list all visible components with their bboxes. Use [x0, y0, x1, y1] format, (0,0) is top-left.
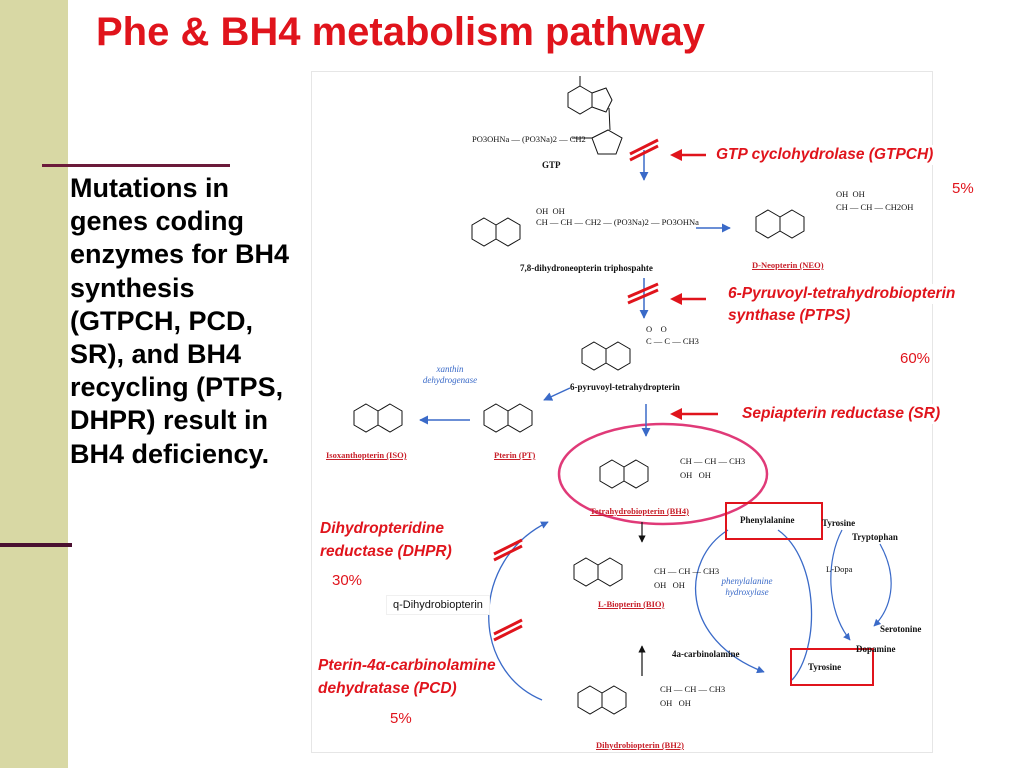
percent-pcd: 5%	[390, 710, 412, 727]
accent-line-bottom	[0, 543, 72, 547]
pterin-ring-icon	[483, 403, 533, 433]
red-arrowhead	[670, 293, 682, 305]
enzyme-label-sr: Sepiapterin reductase (SR)	[738, 404, 945, 424]
phenylalanine-hydroxylase-label: phenylalanine hydroxylase	[721, 576, 773, 597]
compound-label-dihydroneopterin: 7,8-dihydroneopterin triphospahte	[520, 263, 653, 273]
neopterin-side-chain: OH OH CH — CH — CH2OH	[836, 189, 914, 212]
slide-title: Phe & BH4 metabolism pathway	[96, 10, 706, 54]
compound-label-phenylalanine: Phenylalanine	[740, 515, 795, 525]
tyrosine-highlight-box	[790, 648, 874, 686]
blocked-double-bar-icon-dhpr	[493, 538, 523, 562]
compound-label-tyrosine-box: Tyrosine	[808, 662, 842, 672]
compound-label-tryptophan: Tryptophan	[852, 532, 898, 542]
blocked-double-bar-icon-pcd	[493, 618, 523, 642]
compound-label-bh4: Tetrahydrobiopterin (BH4)	[590, 506, 689, 516]
pyruvoyl-ring-icon	[581, 341, 631, 371]
compound-label-serotonine: Serotonine	[880, 624, 922, 634]
biopterin-side-chain: CH — CH — CH3 OH OH	[654, 566, 720, 591]
compound-label-tyrosine-top: Tyrosine	[822, 518, 856, 528]
xanthine-dehydrogenase-label: xanthin dehydrogenase	[422, 364, 478, 385]
arrow-phe-to-tyr	[694, 529, 765, 674]
percent-ptps: 60%	[900, 350, 931, 367]
enzyme-label-pcd-line1: Pterin-4α-carbinolamine	[318, 657, 496, 674]
compound-label-l-dopa: L-Dopa	[826, 564, 853, 574]
arrow-tyr-to-dopa	[830, 529, 851, 641]
compound-label-neopterin: D-Neopterin (NEO)	[752, 260, 824, 270]
compound-label-biopterin: L-Biopterin (BIO)	[598, 599, 665, 609]
gtp-structure	[567, 76, 623, 155]
bh2-side-chain: CH — CH — CH3 OH OH	[660, 684, 726, 709]
red-arrowhead	[670, 149, 682, 161]
compound-label-4a-carbinolamine: 4a-carbinolamine	[672, 649, 740, 659]
red-arrowhead	[670, 408, 682, 420]
dihydroneopterin-side-chain: OH OH CH — CH — CH2 — (PO3Na)2 — PO3OHNa	[536, 206, 699, 228]
arrow-pah-cycle	[777, 529, 813, 681]
gtp-phosphate-chain: PO3OHNa — (PO3Na)2 — CH2	[472, 134, 586, 144]
compound-label-bh2: Dihydrobiopterin (BH2)	[596, 740, 684, 750]
compound-label-pyruvoyl: 6-pyruvoyl-tetrahydropterin	[570, 382, 680, 392]
compound-label-q-dihydrobiopterin: q-Dihydrobiopterin	[386, 595, 490, 615]
dihydroneopterin-ring-icon	[471, 217, 521, 247]
enzyme-label-dhpr-line2: reductase (DHPR)	[320, 543, 452, 560]
pyruvoyl-side-chain: O O C — C — CH3	[646, 324, 699, 346]
biopterin-ring-icon	[573, 557, 623, 587]
enzyme-label-dhpr-line1: Dihydropteridine	[320, 520, 445, 537]
bh4-side-chain: CH — CH — CH3 OH OH	[680, 456, 746, 481]
neopterin-ring-icon	[755, 209, 805, 239]
percent-dhpr: 30%	[332, 572, 363, 589]
arrow-trp-to-serotonine	[873, 543, 892, 627]
arrow-pyruvoyl-to-pterin	[543, 387, 571, 401]
bh2-ring-icon	[577, 685, 627, 715]
compound-label-dopamine: Dopamine	[856, 644, 896, 654]
compound-label-pterin: Pterin (PT)	[494, 450, 536, 460]
enzyme-label-ptps-line2: synthase (PTPS)	[724, 306, 855, 326]
compound-label-gtp: GTP	[542, 160, 561, 170]
blocked-double-bar-icon-gtpch	[629, 138, 659, 162]
compound-label-isoxanthopterin: Isoxanthopterin (ISO)	[326, 450, 407, 460]
phenylalanine-highlight-box	[725, 502, 823, 540]
bh4-ring-icon	[599, 459, 649, 489]
enzyme-label-pcd-line2: dehydratase (PCD)	[318, 680, 457, 697]
enzyme-label-ptps-line1: 6-Pyruvoyl-tetrahydrobiopterin	[724, 284, 960, 304]
accent-line-top	[42, 164, 230, 167]
blocked-double-bar-icon-ptps	[627, 282, 659, 305]
slide-body-text: Mutations in genes coding enzymes for BH…	[70, 173, 290, 469]
percent-gtpch: 5%	[952, 180, 974, 197]
isoxanthopterin-ring-icon	[353, 403, 403, 433]
bh4-highlight-ellipse	[557, 422, 769, 526]
enzyme-label-gtpch: GTP cyclohydrolase (GTPCH)	[712, 145, 938, 165]
side-band	[0, 0, 68, 768]
